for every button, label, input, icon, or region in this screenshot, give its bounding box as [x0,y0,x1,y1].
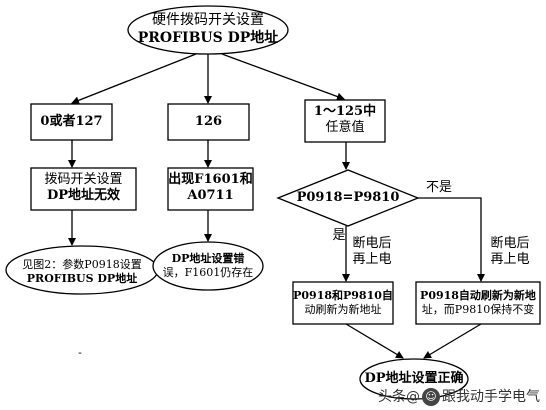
no-result-line-2: 址，而P9810保持不变 [421,302,535,316]
no-result-line-1: P0918自动刷新为新地 [420,289,536,302]
power-cycle-yes-line-1: 断电后 [352,236,392,251]
case-c-line-1: 1～125中 [313,104,377,119]
power-cycle-yes-line-2: 再上电 [352,252,392,268]
no-result-box [415,281,541,325]
watermark: 头条@☺跟我动手学电气 [378,386,540,406]
see-fig2-line-1: 见图2：参数P0918设置 [22,258,142,271]
user-avatar-icon: ☺ [422,388,440,406]
start-line-2: PROFIBUS DP地址 [137,29,279,46]
connector-start-to-c [221,53,345,101]
invalid-box [30,167,137,211]
stray-mark: - [78,346,82,359]
alarm-box [167,167,254,211]
start-line-1: 硬件拨码开关设置 [152,12,264,28]
see-fig2-line-2: PROFIBUS DP地址 [26,271,138,285]
connector-no-to-end [423,323,482,359]
start-text: 硬件拨码开关设置 PROFIBUS DP地址 [128,12,288,47]
watermark-at: @ [406,389,420,405]
alarm-line-2: A0711 [187,188,234,204]
yes-result-box [292,281,394,325]
connector-yes-to-end [345,323,404,359]
error-line-1: DP地址设置错 [171,252,245,265]
power-cycle-no-line-2: 再上电 [490,252,530,268]
case-a-box [30,103,113,141]
error-text: DP地址设置错 误，F1601仍存在 [153,252,263,280]
case-b-text: 126 [194,114,223,129]
power-cycle-no-line-1: 断电后 [490,236,530,251]
power-cycle-no-label: 断电后 再上电 [488,236,532,269]
invalid-line-1: 拨码开关设置 [44,172,123,187]
connector-start-to-a [71,53,197,105]
case-c-box [304,99,386,143]
error-line-2: 误，F1601仍存在 [162,265,254,279]
end-text: DP地址设置正确 [364,371,464,386]
yes-result-line-2: 动刷新为新地址 [304,302,382,316]
see-fig2-text: 见图2：参数P0918设置 PROFIBUS DP地址 [6,258,158,286]
case-a-text: 0或者127 [40,114,103,129]
no-label: 不是 [425,180,452,195]
case-c-text: 1～125中 任意值 [305,104,385,137]
case-c-line-2: 任意值 [325,120,365,136]
invalid-text: 拨码开关设置 DP地址无效 [31,172,136,205]
watermark-prefix: 头条 [378,389,406,405]
yes-result-line-1: P0918和P9810自 [293,289,393,302]
power-cycle-yes-label: 断电后 再上电 [350,236,394,269]
alarm-line-1: 出现F1601和 [168,172,253,187]
yes-result-text: P0918和P9810自 动刷新为新地址 [293,289,393,317]
case-b-box [167,103,250,141]
end-ellipse [359,358,469,400]
error-ellipse [152,241,264,291]
watermark-handle: 跟我动手学电气 [442,389,540,405]
decision-text: P0918=P9810 [296,190,400,205]
no-result-text: P0918自动刷新为新地 址，而P9810保持不变 [416,289,540,317]
alarm-text: 出现F1601和 A0711 [168,172,253,205]
connector-decision-no [418,197,485,282]
yes-label: 是 [332,228,346,243]
invalid-line-2: DP地址无效 [46,188,121,204]
